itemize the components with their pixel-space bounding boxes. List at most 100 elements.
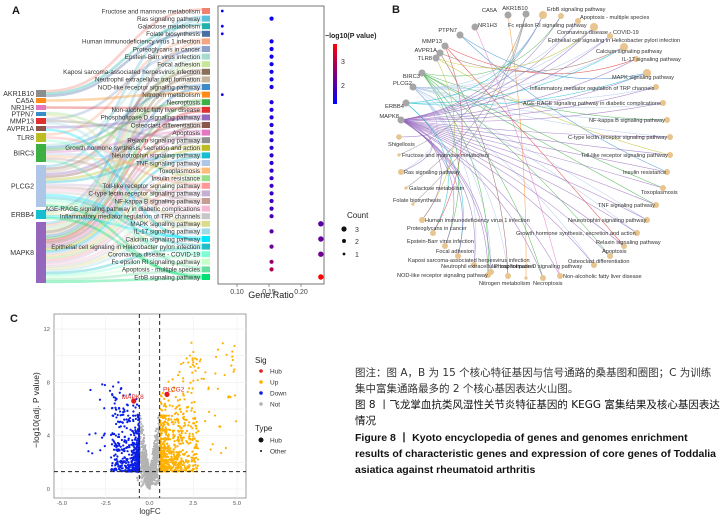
- dotplot-point: [269, 100, 274, 105]
- volcano-point: [178, 370, 181, 373]
- network-gene-label: BIRC3: [403, 74, 420, 80]
- volcano-point: [176, 439, 179, 442]
- network-edge: [400, 119, 668, 173]
- volcano-point: [185, 439, 188, 443]
- volcano-point: [167, 423, 170, 426]
- pathway-label: TNF signaling pathway: [136, 160, 201, 167]
- pathway-box: [202, 213, 210, 220]
- network-edge: [432, 45, 463, 234]
- volcano-point: [167, 380, 170, 383]
- volcano-point: [135, 432, 139, 435]
- volcano-point: [185, 468, 188, 471]
- volcano-point: [124, 461, 128, 465]
- volcano-point: [140, 465, 144, 468]
- volcano-point: [193, 437, 196, 440]
- volcano-point: [183, 398, 186, 401]
- sankey-link: [45, 38, 203, 136]
- volcano-point: [186, 405, 190, 408]
- volcano-point: [181, 392, 185, 395]
- volcano-point: [120, 438, 123, 442]
- volcano-point: [128, 446, 131, 449]
- network-pathway-label: NOD-like receptor signaling pathway: [397, 273, 488, 279]
- volcano-point: [130, 449, 133, 452]
- dotplot-point: [269, 214, 274, 219]
- colorbar-tick: 2: [341, 83, 345, 90]
- size-legend-label: 1: [355, 252, 359, 259]
- x-tick-label: 0.15: [262, 289, 276, 296]
- pathway-label: Galactose metabolism: [138, 24, 200, 31]
- volcano-point: [140, 432, 144, 435]
- network-pathway-label: Fructose and mannose metabolism: [402, 153, 490, 159]
- volcano-point: [116, 413, 119, 417]
- volcano-point: [162, 404, 165, 407]
- network-pathway-label: IL-17 signaling pathway: [622, 57, 681, 63]
- volcano-point: [141, 425, 144, 428]
- network-pathway-node: [505, 273, 511, 279]
- sankey-link: [45, 277, 203, 284]
- volcano-point: [108, 389, 112, 392]
- volcano-point: [173, 458, 176, 461]
- volcano-point: [192, 379, 195, 382]
- volcano-point: [204, 419, 207, 423]
- pathway-label: Fc epsilon RI signaling pathway: [111, 259, 200, 266]
- volcano-point: [110, 467, 113, 471]
- pathway-label: Focal adhesion: [157, 62, 200, 69]
- network-pathway-node: [591, 262, 597, 268]
- volcano-point: [196, 440, 199, 443]
- volcano-point: [131, 439, 134, 442]
- volcano-point: [179, 426, 182, 429]
- volcano-point: [115, 468, 118, 471]
- volcano-threshold-lines: [54, 314, 246, 498]
- volcano-point: [185, 459, 188, 462]
- dotplot-point: [269, 244, 274, 249]
- volcano-point: [188, 387, 191, 390]
- volcano-point: [191, 438, 194, 441]
- caption-title-en: Figure 8 丨 Kyoto encyclopedia of genes a…: [355, 432, 716, 476]
- volcano-point: [145, 468, 148, 471]
- volcano-point: [176, 451, 179, 454]
- volcano-point: [153, 453, 157, 456]
- network-edge: [435, 57, 671, 156]
- pathway-label: Proteoglycans in cancer: [133, 46, 200, 53]
- pathway-label: Neurotrophin signaling pathway: [112, 153, 201, 160]
- volcano-point: [183, 421, 186, 425]
- panel-a: A AKR1B10CA5ANR1H3PTPN7MMP13AVPR1ATLR8BI…: [3, 5, 376, 300]
- volcano-point: [171, 389, 174, 393]
- volcano-point: [172, 450, 175, 454]
- volcano-point: [132, 431, 135, 435]
- volcano-point: [162, 438, 165, 441]
- sankey-link: [45, 204, 203, 279]
- volcano-point: [195, 431, 198, 434]
- network-pathway-label: Osteoclast differentiation: [568, 259, 629, 265]
- network-gene-node: [432, 54, 440, 62]
- sankey-link: [45, 119, 203, 140]
- volcano-point: [177, 373, 180, 377]
- sankey-link: [45, 15, 203, 168]
- volcano-point: [185, 450, 188, 454]
- volcano-point: [140, 426, 143, 429]
- sankey-link: [45, 262, 203, 279]
- volcano-point: [164, 436, 167, 439]
- network-pathway-label: Human immunodeficiency virus 1 infection: [425, 218, 530, 224]
- pathway-label: Toll-like receptor signaling pathway: [102, 183, 201, 190]
- dotplot-point: [318, 274, 324, 280]
- pathway-label: Human immunodeficiency virus 1 infection: [82, 39, 200, 46]
- colorbar: [333, 44, 337, 104]
- volcano-point: [159, 408, 162, 411]
- network-pathway-label: Necroptosis: [533, 281, 563, 287]
- volcano-point: [118, 391, 121, 394]
- volcano-point: [124, 469, 127, 472]
- volcano-point: [192, 458, 195, 462]
- volcano-point: [94, 432, 97, 435]
- volcano-point: [209, 448, 212, 451]
- sankey-link: [45, 128, 203, 242]
- network-pathway-node: [397, 153, 401, 157]
- hub-label: PLCG2: [163, 386, 185, 393]
- network-edge: [398, 119, 432, 138]
- volcano-point: [118, 410, 122, 413]
- pathway-box: [202, 243, 210, 250]
- volcano-point: [159, 429, 162, 432]
- network-edge: [435, 26, 595, 69]
- volcano-point: [181, 449, 185, 452]
